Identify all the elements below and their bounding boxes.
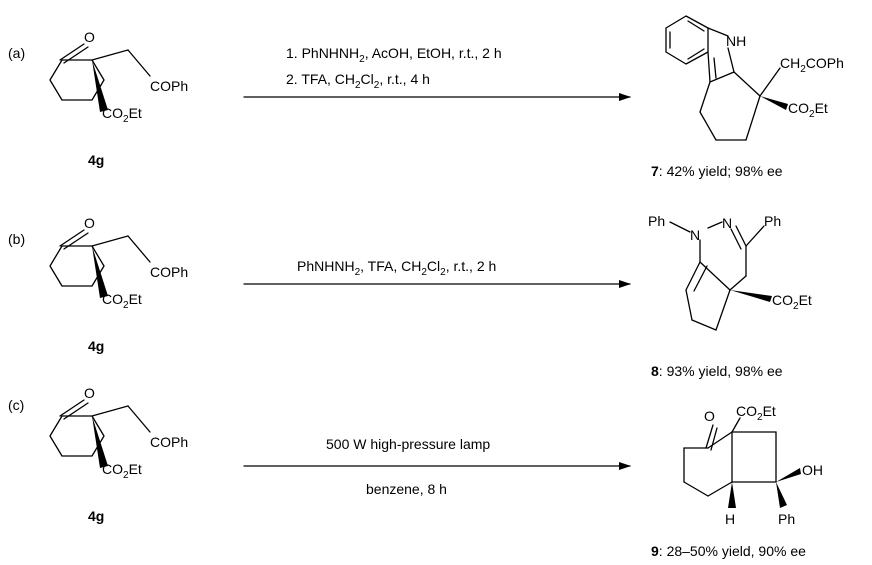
panel-b-product-structure: Ph N N Ph CO2Et	[648, 213, 812, 331]
panel-a-start-compound-label: 4g	[88, 152, 104, 168]
panel-c-product-result: 9: 28–50% yield, 90% ee	[651, 543, 806, 559]
panel-b-ester: CO2Et	[102, 291, 142, 311]
panel-c-product-ph: Ph	[778, 511, 795, 527]
panel-a-product-ester: CO2Et	[788, 100, 828, 120]
panel-c-start-compound-label: 4g	[88, 508, 104, 524]
panel-c-product-ketone-o: O	[704, 408, 715, 424]
panel-b-side-chain: COPh	[150, 264, 188, 280]
panel-b-label: (b)	[8, 231, 25, 247]
panel-a-product-chain: CH2COPh	[780, 55, 844, 75]
panel-b-product-ester: CO2Et	[772, 292, 812, 312]
panel-a-ketone-o: O	[84, 29, 95, 45]
panel-a-product-nh: NH	[726, 33, 746, 49]
panel-b-condition: PhNHNH2, TFA, CH2Cl2, r.t., 2 h	[297, 258, 496, 278]
panel-c-product-oh: OH	[802, 462, 823, 478]
panel-a-ester: CO2Et	[102, 105, 142, 125]
panel-c-side-chain: COPh	[150, 434, 188, 450]
panel-b-ketone-o: O	[84, 215, 95, 231]
panel-b: (b) O COPh CO2Et 4g PhNHNH2, TFA, CH2Cl2…	[8, 213, 812, 379]
panel-a-side-chain: COPh	[150, 78, 188, 94]
panel-c-product-h: H	[725, 511, 735, 527]
panel-a-condition-1: 1. PhNHNH2, AcOH, EtOH, r.t., 2 h	[286, 45, 502, 65]
panel-b-start-structure: O COPh CO2Et	[49, 215, 188, 311]
panel-c-product-ester: CO2Et	[736, 403, 776, 423]
panel-a-product-result: 7: 42% yield; 98% ee	[651, 163, 783, 179]
panel-b-product-ph2: Ph	[764, 213, 781, 229]
panel-a-condition-2: 2. TFA, CH2Cl2, r.t., 4 h	[286, 71, 430, 91]
panel-c-label: (c)	[8, 397, 24, 413]
panel-a-product-structure: NH CH2COPh CO2Et	[665, 15, 844, 141]
panel-c: (c) O COPh CO2Et 4g 500 W high-pressure …	[8, 385, 823, 559]
panel-b-product-n2: N	[722, 215, 732, 231]
panel-b-product-result: 8: 93% yield, 98% ee	[651, 363, 783, 379]
panel-c-start-structure: O COPh CO2Et	[49, 385, 188, 481]
panel-b-product-ph1: Ph	[648, 213, 665, 229]
panel-c-product-structure: O CO2Et OH H Ph	[683, 403, 823, 527]
panel-c-ester: CO2Et	[102, 461, 142, 481]
panel-a-start-structure: O COPh CO2Et	[49, 29, 188, 125]
panel-a-label: (a)	[8, 45, 25, 61]
panel-c-condition-top: 500 W high-pressure lamp	[326, 436, 490, 452]
panel-b-start-compound-label: 4g	[88, 338, 104, 354]
panel-c-condition-bottom: benzene, 8 h	[366, 481, 447, 497]
panel-c-ketone-o: O	[84, 385, 95, 401]
panel-a: (a) O COPh CO2Et 4g 1. PhNHNH2, AcOH, Et…	[8, 15, 844, 179]
panel-b-product-n1: N	[690, 227, 700, 243]
